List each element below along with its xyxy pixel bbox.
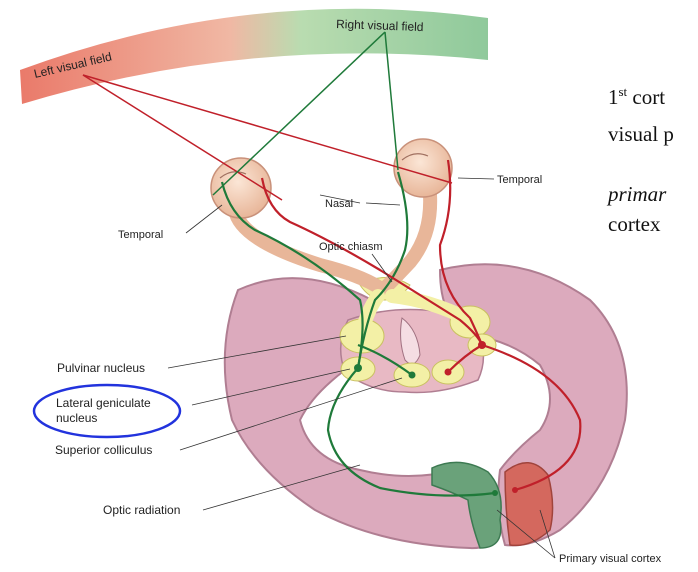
nasal-label: Nasal <box>325 198 353 210</box>
slide-text-line2: visual p <box>608 122 674 147</box>
lgn-label-line1: Lateral geniculate <box>56 396 151 410</box>
slide-text-line1: 1st cort <box>608 84 665 110</box>
primary-visual-cortex-label: Primary visual cortex <box>559 553 662 565</box>
pulvinar-label: Pulvinar nucleus <box>57 361 145 375</box>
optic-chiasm-label: Optic chiasm <box>319 241 383 253</box>
temporal-left-label: Temporal <box>118 229 163 241</box>
temporal-right-label: Temporal <box>497 174 542 186</box>
optic-radiation-label: Optic radiation <box>103 503 180 517</box>
slide-text-line3: primar <box>608 182 666 207</box>
right-primary-visual-cortex <box>505 463 553 546</box>
slide-text-line4: cortex <box>608 212 660 237</box>
lgn-label-line2: nucleus <box>56 411 97 425</box>
superior-colliculus-label: Superior colliculus <box>55 443 152 457</box>
